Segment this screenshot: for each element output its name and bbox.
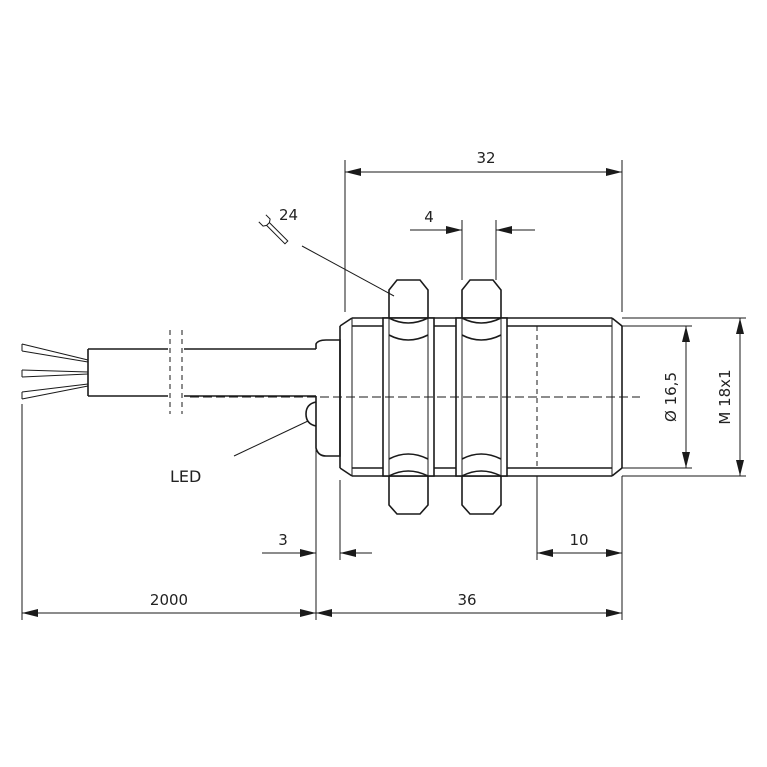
dim-inner-diameter: Ø 16,5: [622, 325, 692, 469]
dim-overall-body-length-text: 32: [476, 149, 495, 167]
dim-nut-width: 4: [410, 208, 535, 280]
dim-total-length: 36: [316, 591, 622, 617]
dim-overall-body-length: 32: [344, 149, 623, 312]
cable-gland: [305, 339, 341, 457]
dim-thread-spec-text: M 18x1: [716, 369, 734, 424]
wrench-annotation: 24: [258, 206, 395, 297]
dim-thread-free-length-text: 10: [569, 531, 588, 549]
led-annotation: LED: [170, 420, 309, 486]
dim-inner-diameter-text: Ø 16,5: [662, 372, 680, 422]
wrench-icon: [258, 214, 289, 245]
dim-total-length-text: 36: [457, 591, 476, 609]
cable-wires: [21, 343, 89, 400]
dim-thread-spec: M 18x1: [622, 317, 746, 477]
dim-cable-length-text: 2000: [150, 591, 188, 609]
dim-thread-free-length: 10: [536, 476, 623, 620]
dim-cable-length: 2000: [21, 404, 316, 620]
cable: [87, 330, 316, 414]
dim-nut-width-text: 4: [424, 208, 434, 226]
led-label: LED: [170, 467, 201, 486]
dim-led-offset-text: 3: [278, 531, 288, 549]
dim-led-offset: 3: [262, 430, 372, 620]
wrench-size-text: 24: [279, 206, 298, 224]
